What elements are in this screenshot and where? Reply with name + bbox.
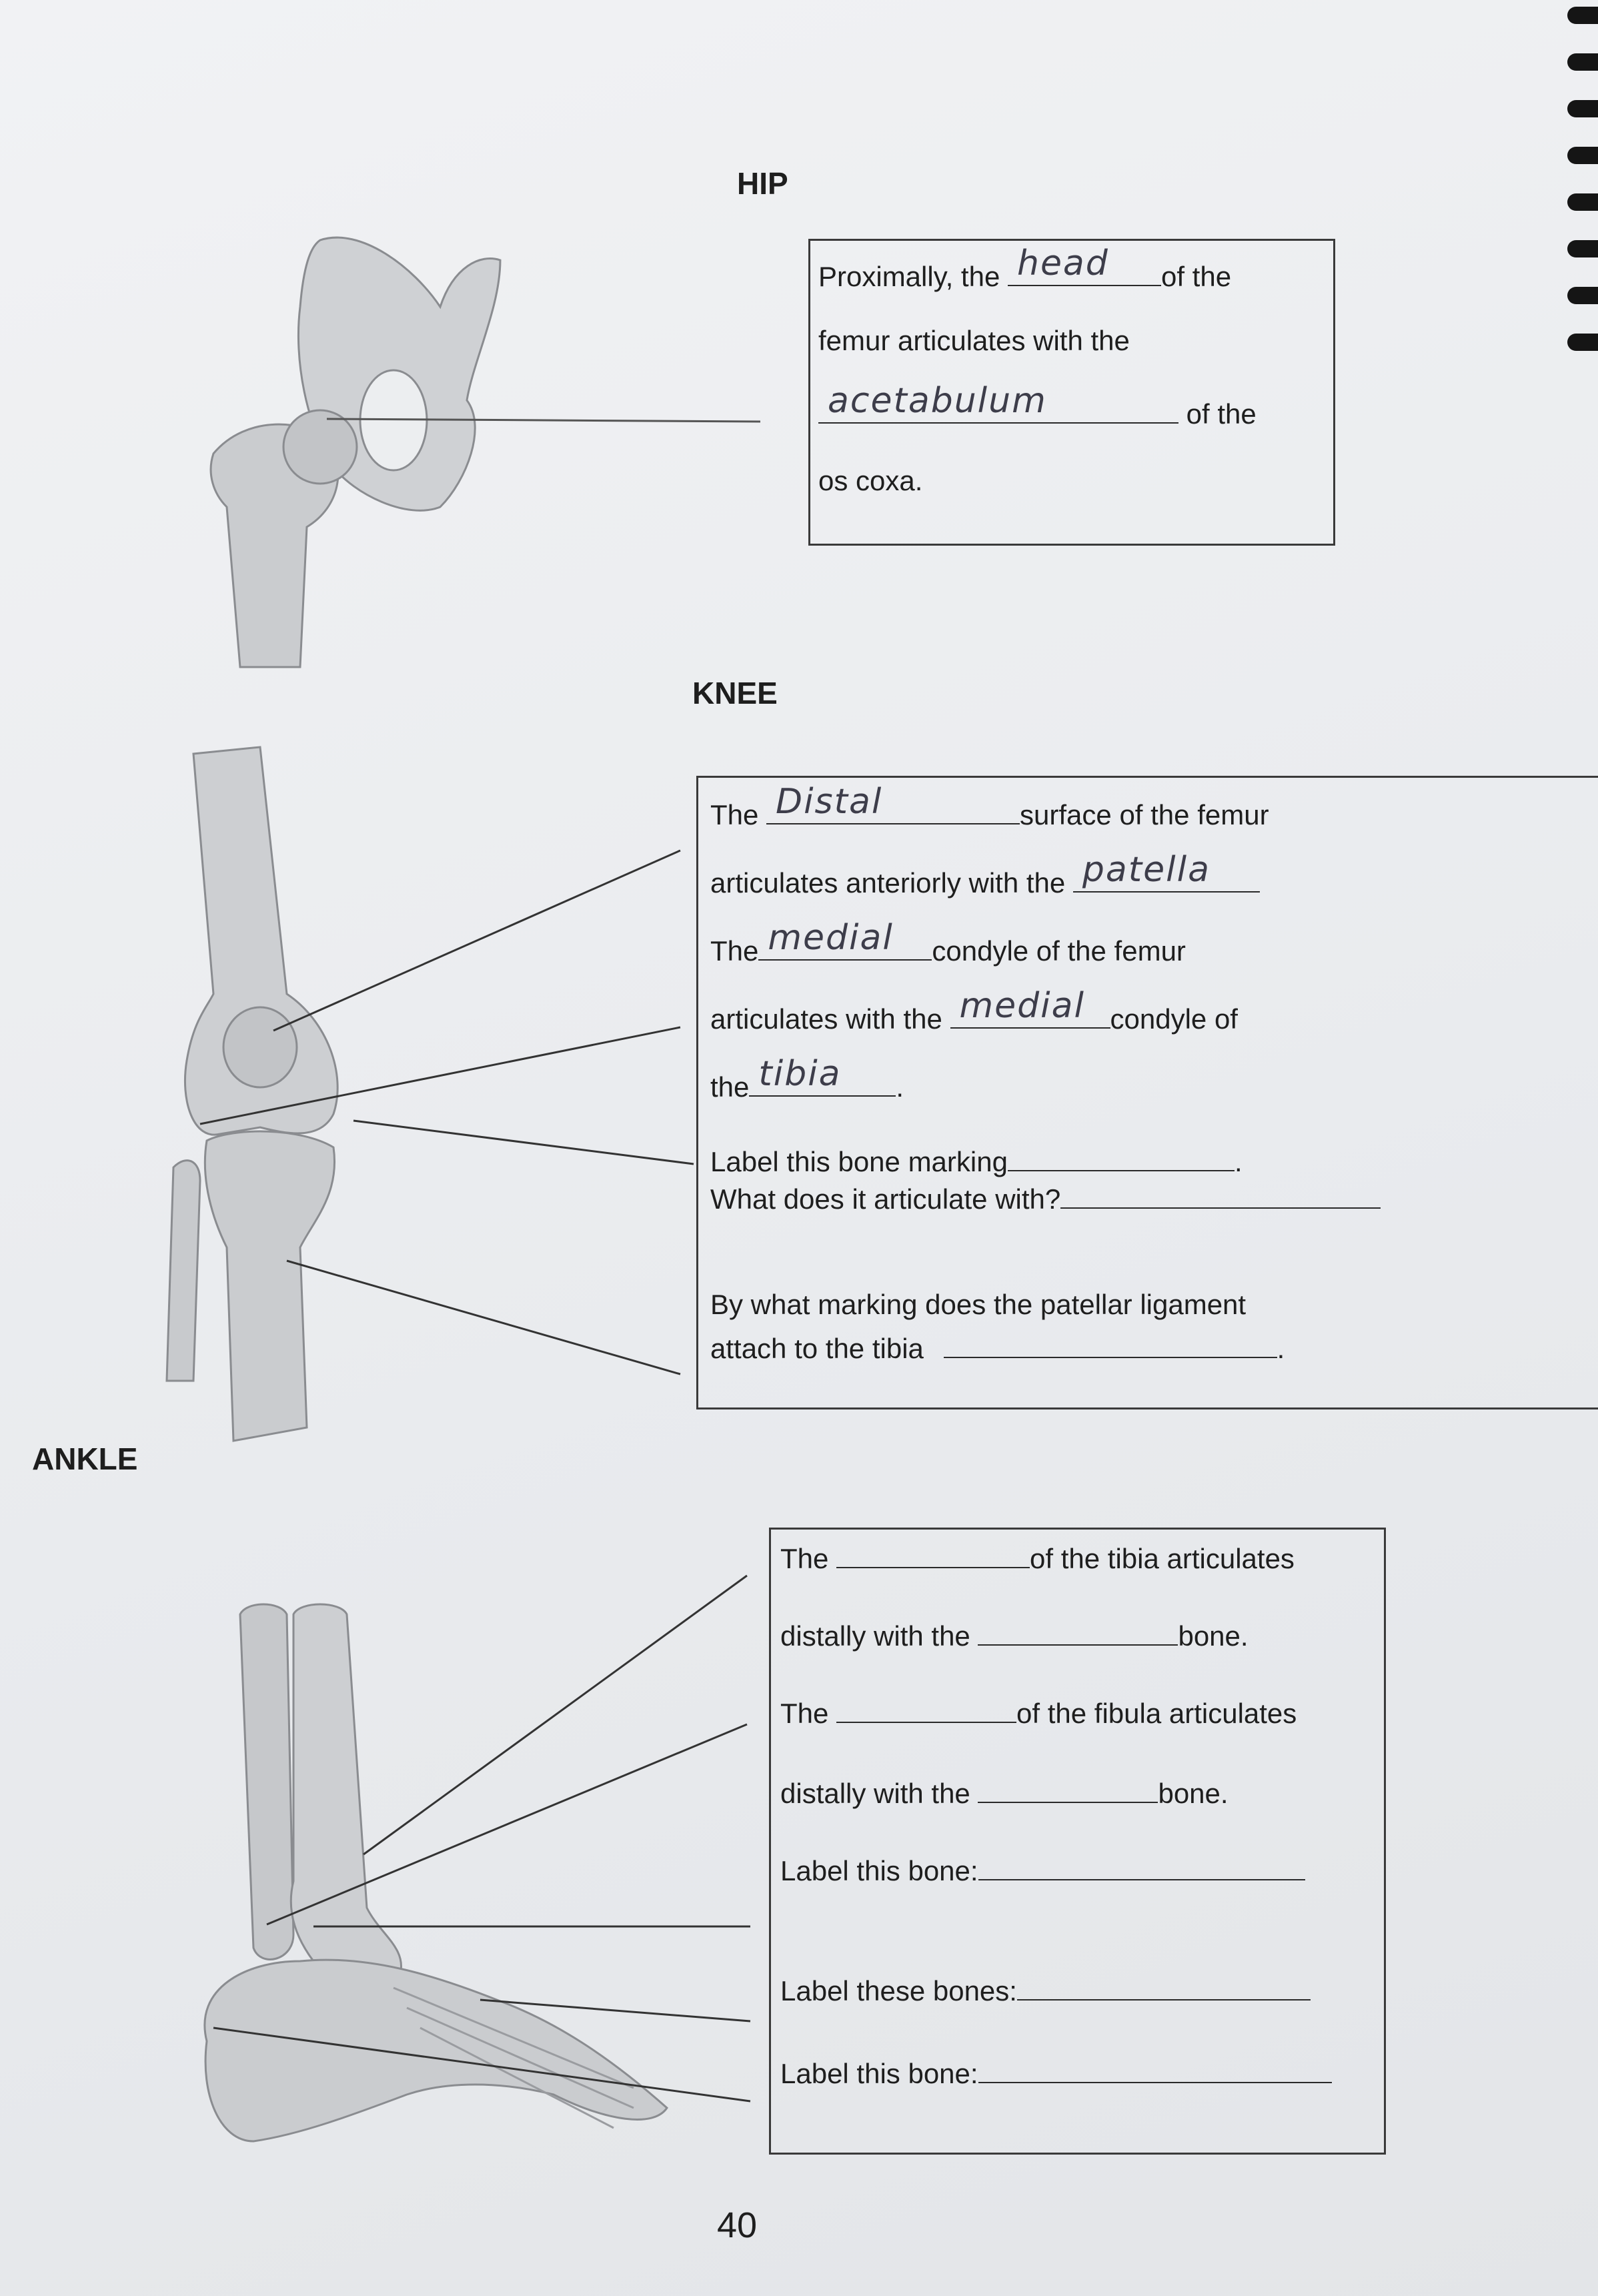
hip-text: os coxa. bbox=[818, 465, 923, 496]
hip-text: Proximally, the bbox=[818, 261, 1000, 293]
hip-heading: HIP bbox=[737, 166, 788, 201]
label-bone-blank-1[interactable] bbox=[978, 1848, 1305, 1881]
patellar-ligament-blank[interactable] bbox=[943, 1326, 1277, 1359]
knee-text: attach to the tibia bbox=[710, 1333, 924, 1365]
ankle-heading: ANKLE bbox=[32, 1442, 138, 1476]
tibia-bone-blank[interactable] bbox=[978, 1614, 1178, 1646]
tibia-part-blank[interactable] bbox=[836, 1536, 1030, 1569]
knee-text: The bbox=[710, 935, 759, 967]
knee-text: the bbox=[710, 1071, 750, 1103]
acetabulum-answer-blank[interactable]: acetabulum bbox=[818, 381, 1178, 424]
bone-marking-blank[interactable] bbox=[1007, 1139, 1235, 1172]
knee-text: . bbox=[896, 1071, 904, 1103]
knee-text: What does it articulate with? bbox=[710, 1183, 1061, 1215]
knee-text: condyle of the femur bbox=[932, 935, 1186, 967]
knee-bone-illustration bbox=[165, 746, 694, 1442]
ankle-text: of the tibia articulates bbox=[1030, 1543, 1295, 1575]
fibula-bone-blank[interactable] bbox=[978, 1771, 1158, 1804]
hip-text: of the bbox=[1186, 398, 1257, 430]
fibula-part-blank[interactable] bbox=[836, 1691, 1017, 1724]
knee-heading: KNEE bbox=[692, 676, 778, 710]
ankle-text: bone. bbox=[1158, 1778, 1229, 1810]
hip-text: femur articulates with the bbox=[818, 325, 1130, 356]
ankle-text: Label this bone: bbox=[780, 1855, 978, 1887]
knee-text: . bbox=[1234, 1146, 1243, 1178]
knee-text: articulates anteriorly with the bbox=[710, 867, 1066, 899]
handwritten-answer: Distal bbox=[776, 782, 883, 822]
knee-text: By what marking does the patellar ligame… bbox=[710, 1289, 1247, 1320]
handwritten-answer: patella bbox=[1082, 850, 1211, 891]
distal-answer-blank[interactable]: Distal bbox=[766, 782, 1020, 825]
ankle-text: The bbox=[780, 1543, 829, 1575]
patella-answer-blank[interactable]: patella bbox=[1072, 850, 1260, 893]
knee-text: surface of the femur bbox=[1020, 799, 1269, 831]
spiral-binding bbox=[1558, 0, 1598, 374]
hip-bone-illustration bbox=[209, 236, 761, 668]
articulates-with-blank[interactable] bbox=[1060, 1177, 1381, 1209]
handwritten-answer: head bbox=[1016, 243, 1109, 284]
hip-text: of the bbox=[1160, 261, 1232, 293]
label-bone-blank-2[interactable] bbox=[978, 2051, 1332, 2084]
ankle-text: Label these bones: bbox=[780, 1975, 1017, 2007]
handwritten-answer: medial bbox=[959, 986, 1085, 1027]
knee-text: . bbox=[1277, 1333, 1285, 1365]
ankle-text: distally with the bbox=[780, 1620, 970, 1652]
tibia-answer-blank[interactable]: tibia bbox=[749, 1054, 896, 1097]
handwritten-answer: medial bbox=[768, 918, 894, 959]
knee-question-box: The Distal surface of the femur articulat… bbox=[696, 776, 1598, 1409]
ankle-question-box: The of the tibia articulates distally wi… bbox=[769, 1528, 1386, 2155]
ankle-foot-illustration bbox=[203, 1574, 751, 2143]
handwritten-answer: acetabulum bbox=[828, 381, 1047, 422]
hip-question-box: Proximally, the head of the femur articul… bbox=[808, 239, 1335, 546]
ankle-text: The bbox=[780, 1698, 829, 1730]
knee-text: condyle of bbox=[1110, 1003, 1238, 1035]
ankle-text: bone. bbox=[1178, 1620, 1249, 1652]
medial-femur-answer-blank[interactable]: medial bbox=[758, 918, 932, 961]
knee-text: The bbox=[710, 799, 759, 831]
ankle-text: of the fibula articulates bbox=[1016, 1698, 1297, 1730]
knee-text: Label this bone marking bbox=[710, 1146, 1008, 1178]
ankle-text: distally with the bbox=[780, 1778, 970, 1810]
page-number: 40 bbox=[717, 2205, 758, 2245]
label-bones-blank[interactable] bbox=[1016, 1968, 1311, 2001]
handwritten-answer: tibia bbox=[758, 1054, 842, 1095]
ankle-text: Label this bone: bbox=[780, 2058, 978, 2090]
medial-tibia-answer-blank[interactable]: medial bbox=[950, 986, 1110, 1029]
head-answer-blank[interactable]: head bbox=[1007, 243, 1161, 287]
knee-text: articulates with the bbox=[710, 1003, 942, 1035]
